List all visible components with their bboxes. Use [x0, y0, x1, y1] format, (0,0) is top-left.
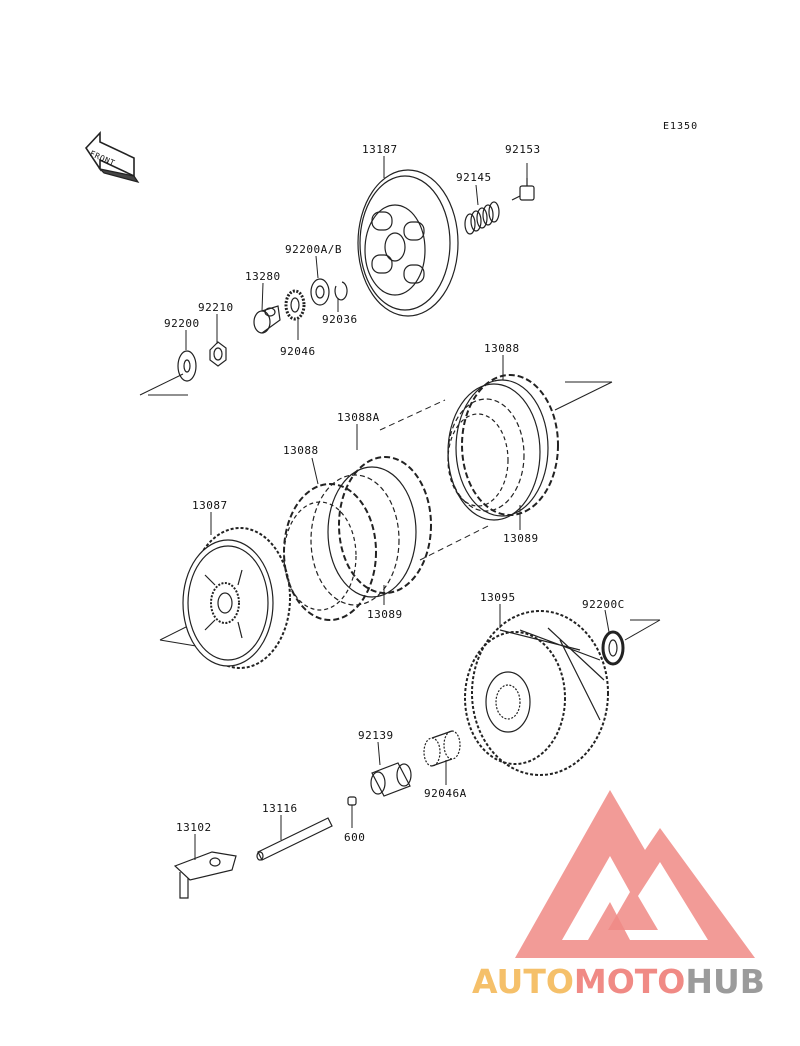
part-label-92145: 92145 [456, 171, 492, 184]
part-label-13102: 13102 [176, 821, 212, 834]
part-label-92200ab: 92200A/B [285, 243, 342, 256]
pressure-plate-13187 [357, 169, 459, 317]
part-label-13187: 13187 [362, 143, 398, 156]
part-label-92200c: 92200C [582, 598, 625, 611]
part-label-13087: 13087 [192, 499, 228, 512]
pusher-13280 [253, 305, 281, 334]
watermark-hub: HUB [685, 962, 765, 1001]
part-label-13089-mid: 13089 [367, 608, 403, 621]
clutch-hub-13087 [182, 527, 291, 669]
part-label-92200: 92200 [164, 317, 200, 330]
watermark-auto: AUTO [472, 962, 574, 1001]
automotohub-logo-icon [515, 790, 755, 958]
front-arrow-icon [84, 130, 140, 183]
part-label-92139: 92139 [358, 729, 394, 742]
part-label-13088-mid: 13088 [283, 444, 319, 457]
bearing-92046 [284, 289, 306, 321]
part-label-92153: 92153 [505, 143, 541, 156]
needle-bearing-92046a [423, 730, 461, 767]
part-label-13116: 13116 [262, 802, 298, 815]
part-label-92046a: 92046A [424, 787, 467, 800]
spring-92145 [464, 201, 500, 235]
washer-92200c [601, 630, 625, 666]
bolt-92153 [511, 178, 535, 201]
part-label-92210: 92210 [198, 301, 234, 314]
part-label-92046: 92046 [280, 345, 316, 358]
part-label-13280: 13280 [245, 270, 281, 283]
sleeve-92139 [370, 762, 412, 797]
assembly-axis-lines [139, 373, 661, 647]
watermark-moto: MOTO [573, 962, 686, 1001]
nut-92210 [209, 341, 227, 367]
part-label-92036: 92036 [322, 313, 358, 326]
release-lever-13102 [173, 851, 237, 899]
part-label-13088a: 13088A [337, 411, 380, 424]
plate-stack-middle [283, 456, 432, 621]
diagram-code: E1350 [663, 121, 699, 132]
washer-92200ab [310, 278, 330, 306]
part-label-13088-top: 13088 [484, 342, 520, 355]
ball-600 [347, 796, 357, 806]
circlip-92036 [334, 281, 348, 301]
clutch-housing-13095 [464, 610, 609, 776]
plate-stack-upper [447, 374, 559, 521]
automotohub-watermark: AUTOMOTOHUB [472, 962, 765, 1001]
leader-lines [185, 156, 610, 860]
part-label-600: 600 [344, 831, 366, 844]
washer-92200 [177, 350, 197, 382]
part-label-13089-right: 13089 [503, 532, 539, 545]
push-rod-13116 [256, 817, 333, 861]
part-label-13095: 13095 [480, 591, 516, 604]
